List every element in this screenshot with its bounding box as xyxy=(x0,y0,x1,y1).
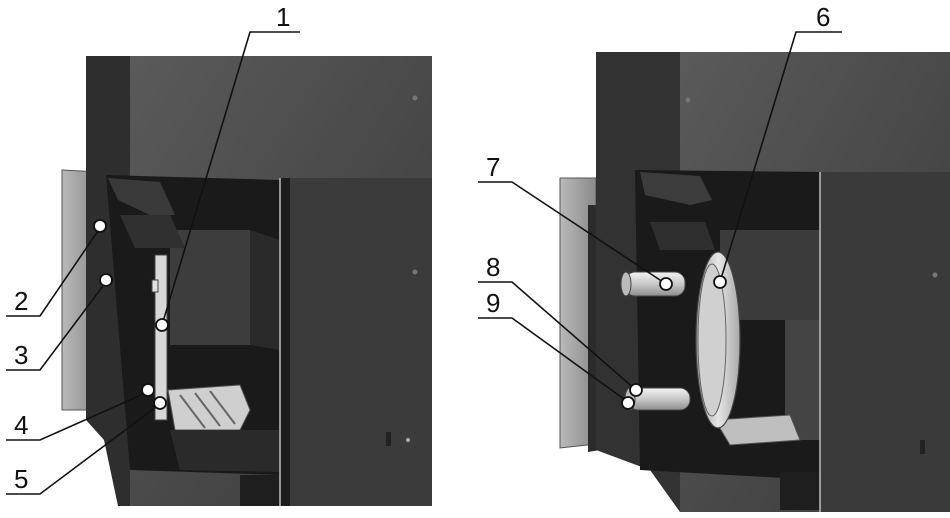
callout-marker-3 xyxy=(99,273,113,287)
callout-marker-2 xyxy=(93,219,107,233)
leader-line-4 xyxy=(6,391,149,441)
leader-line-1 xyxy=(161,31,300,326)
callout-marker-4 xyxy=(141,383,155,397)
leader-line-2 xyxy=(6,227,101,317)
callout-label-2: 2 xyxy=(14,286,28,316)
callout-label-1: 1 xyxy=(276,2,290,32)
callout-label-5: 5 xyxy=(14,464,28,494)
right-stove xyxy=(559,52,950,512)
callout-marker-1 xyxy=(155,318,169,332)
callout-label-6: 6 xyxy=(816,2,830,32)
leader-line-5 xyxy=(6,403,161,495)
callout-leaders xyxy=(6,31,842,495)
leader-line-9 xyxy=(478,317,629,403)
callout-label-3: 3 xyxy=(14,340,28,370)
leader-line-3 xyxy=(6,281,107,371)
callout-marker-6 xyxy=(713,275,727,289)
leader-line-8 xyxy=(478,281,637,391)
callout-marker-8 xyxy=(629,383,643,397)
callout-labels: 1 2 3 4 5 6 7 8 9 xyxy=(14,2,830,494)
callout-label-7: 7 xyxy=(486,152,500,182)
leader-line-7 xyxy=(478,181,667,285)
callout-label-8: 8 xyxy=(486,252,500,282)
leader-line-6 xyxy=(719,31,842,283)
callout-label-4: 4 xyxy=(14,410,28,440)
callout-label-9: 9 xyxy=(486,288,500,318)
callout-marker-7 xyxy=(659,277,673,291)
left-stove xyxy=(61,56,432,506)
callout-marker-9 xyxy=(621,396,635,410)
callout-marker-5 xyxy=(153,396,167,410)
